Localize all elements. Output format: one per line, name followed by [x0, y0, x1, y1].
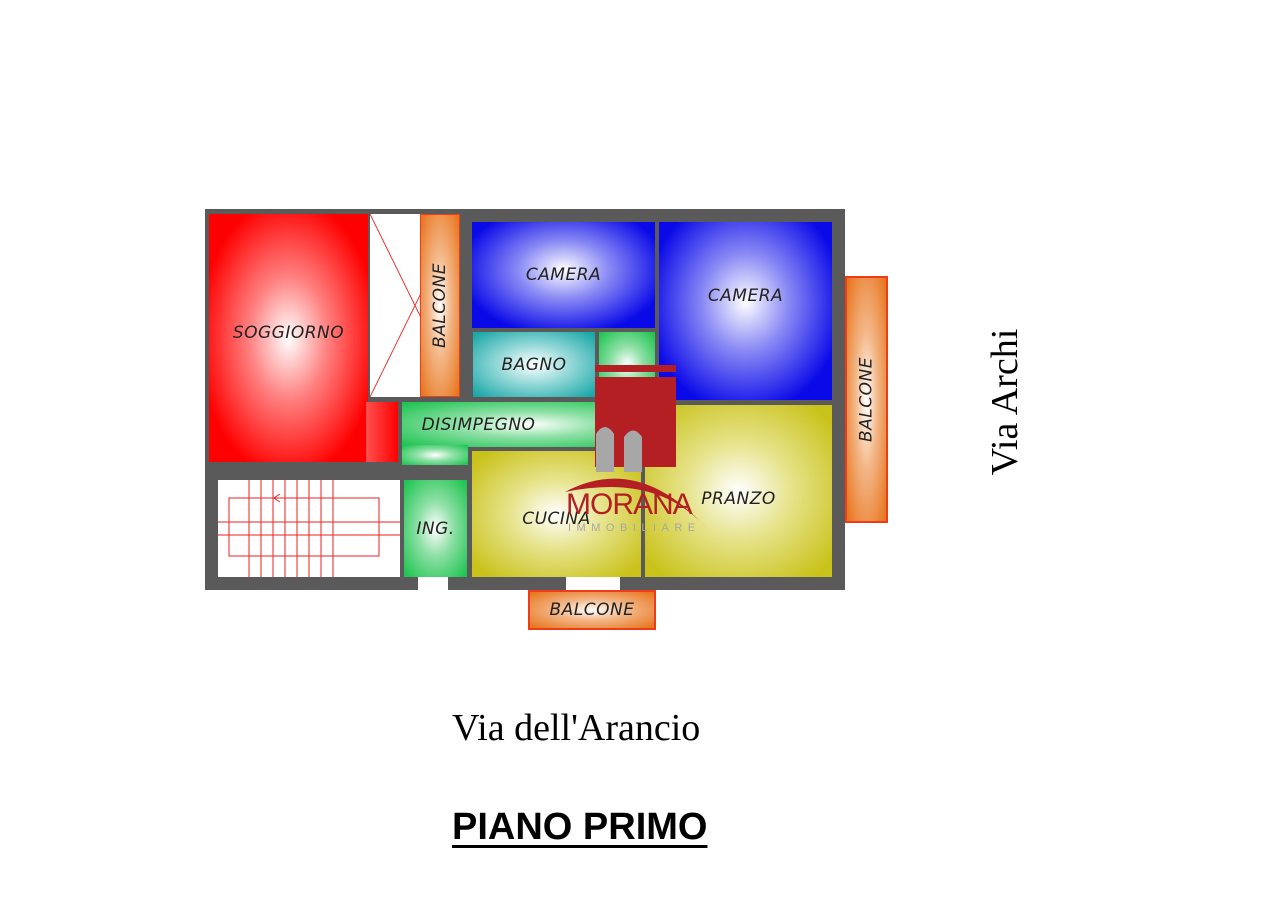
morana-logo-mark — [565, 365, 710, 532]
morana-logo-text: MORANA — [566, 488, 693, 521]
room-soggiorno: SOGGIORNO — [209, 214, 368, 462]
balcone-bottom: BALCONE — [528, 590, 656, 630]
street-label-bottom: Via dell'Arancio — [452, 707, 701, 749]
room-label: CAMERA — [707, 286, 784, 306]
balcone-left: BALCONE — [420, 214, 460, 397]
room-label: BALCONE — [856, 357, 877, 442]
room-label: SOGGIORNO — [232, 323, 345, 343]
door-entrance — [418, 577, 448, 590]
room-label: BAGNO — [501, 354, 567, 375]
staircase-steps — [218, 480, 400, 577]
window-bottom — [566, 577, 620, 590]
room-camera-1: CAMERA — [472, 222, 655, 328]
room-label: DISIMPEGNO — [421, 414, 536, 435]
room-label: ING. — [416, 518, 455, 539]
floor-title: PIANO PRIMO — [452, 806, 708, 848]
room-label: PRANZO — [701, 488, 776, 509]
room-bagno: BAGNO — [473, 332, 595, 397]
room-label: BALCONE — [430, 263, 450, 348]
morana-logo-subtitle: IMMOBILIARE — [568, 522, 701, 534]
room-pranzo: PRANZO — [645, 405, 832, 577]
room-label: BALCONE — [549, 600, 635, 620]
balcone-right: BALCONE — [845, 276, 888, 523]
room-soggiorno-extension — [366, 402, 398, 462]
room-camera-2: CAMERA — [659, 222, 832, 400]
street-label-right: Via Archi — [984, 328, 1026, 476]
room-disimpegno-lower — [402, 445, 468, 465]
void-area — [370, 214, 420, 397]
room-label: CAMERA — [525, 265, 602, 285]
room-label: CUCINA — [522, 509, 591, 529]
room-ingresso: ING. — [404, 480, 467, 577]
